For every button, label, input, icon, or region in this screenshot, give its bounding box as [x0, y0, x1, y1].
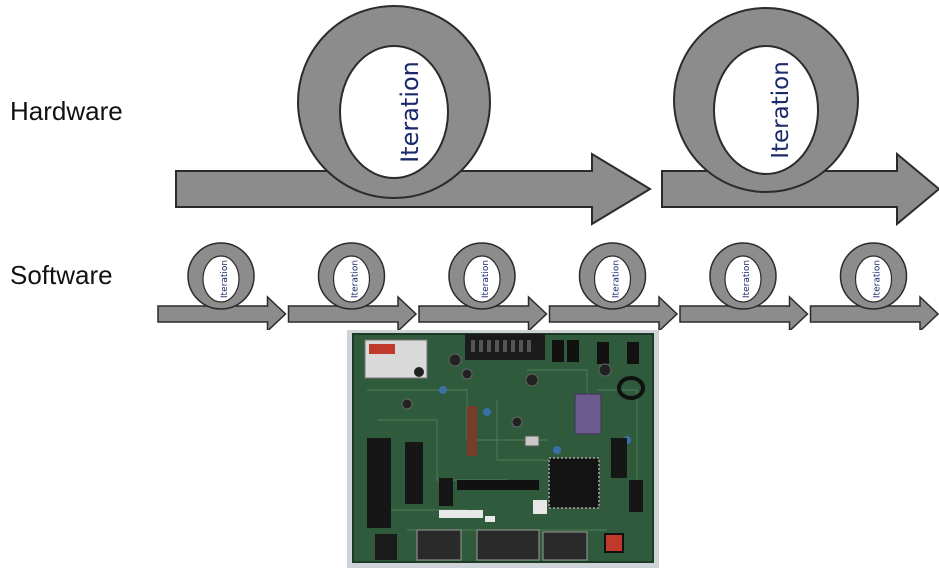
- software-loop-3-text: Iteration: [481, 260, 491, 298]
- hardware-loop-2-text: Iteration: [768, 61, 794, 159]
- software-row: Iteration Iteration Iteration Iteration Iter…: [158, 243, 938, 330]
- software-loop-6-text: Iteration: [873, 260, 883, 298]
- hardware-loop-2: Iteration: [674, 8, 858, 192]
- hardware-loop-1-text: Iteration: [396, 61, 424, 163]
- software-loop-2-text: Iteration: [351, 260, 361, 298]
- software-loop-4-text: Iteration: [612, 260, 622, 298]
- hardware-loop-1: Iteration: [298, 6, 490, 198]
- software-loop-1-text: Iteration: [220, 260, 230, 298]
- software-loop-5-text: Iteration: [742, 260, 752, 298]
- circuit-board-photo: [347, 330, 659, 568]
